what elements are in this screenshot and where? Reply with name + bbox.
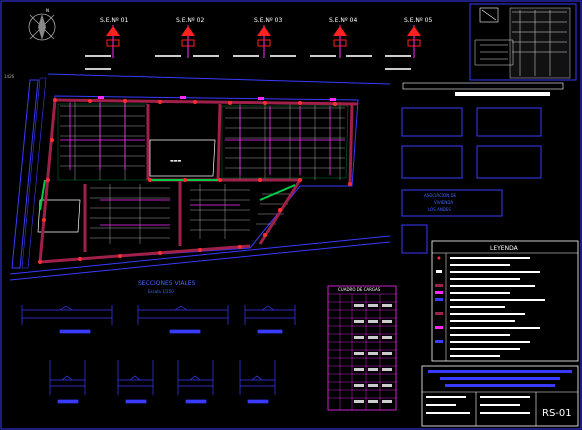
sheet-code: RS-01 bbox=[542, 408, 572, 419]
road-sections: SECCIONES VIALES Escala 1/250 bbox=[21, 280, 296, 404]
location-map bbox=[469, 3, 577, 81]
substation-label: S.E.Nº 03 bbox=[254, 17, 282, 24]
sections-subtitle: Escala 1/250 bbox=[148, 289, 174, 294]
site-plan: ▬▬▬ bbox=[9, 73, 391, 281]
title-block: RS-01 bbox=[421, 365, 579, 427]
substation-1: S.E.Nº 01 bbox=[85, 17, 128, 70]
substation-label: S.E.Nº 05 bbox=[404, 17, 432, 24]
substation-label: S.E.Nº 02 bbox=[176, 17, 204, 24]
cable-table: CUADRO DE CARGAS bbox=[327, 285, 397, 411]
neighbor-blocks: ASOCIACION DE VIVIENDA LOS ANDES bbox=[401, 82, 564, 254]
substation-row: S.E.Nº 01 S.E.Nº 02 S.E.Nº 03 S.E.Nº 04 bbox=[85, 17, 432, 70]
substation-5: S.E.Nº 05 bbox=[385, 17, 432, 70]
block-note: VIVIENDA bbox=[434, 200, 453, 205]
svg-text:▬▬▬: ▬▬▬ bbox=[170, 158, 182, 163]
north-arrow-icon: N bbox=[28, 8, 56, 41]
substation-3: S.E.Nº 03 bbox=[233, 17, 296, 58]
sections-title: SECCIONES VIALES bbox=[138, 280, 196, 287]
substation-label: S.E.Nº 04 bbox=[329, 17, 357, 24]
block-note: LOS ANDES bbox=[428, 207, 451, 212]
substation-2: S.E.Nº 02 bbox=[155, 17, 219, 58]
coord-label: 1426 bbox=[4, 74, 15, 79]
legend-title: LEYENDA bbox=[490, 245, 519, 252]
substation-4: S.E.Nº 04 bbox=[310, 17, 372, 58]
cable-table-title: CUADRO DE CARGAS bbox=[338, 287, 381, 292]
substation-label: S.E.Nº 01 bbox=[100, 17, 128, 24]
legend: LEYENDA bbox=[431, 240, 579, 362]
north-label: N bbox=[46, 8, 49, 13]
block-note: ASOCIACION DE bbox=[424, 193, 457, 198]
